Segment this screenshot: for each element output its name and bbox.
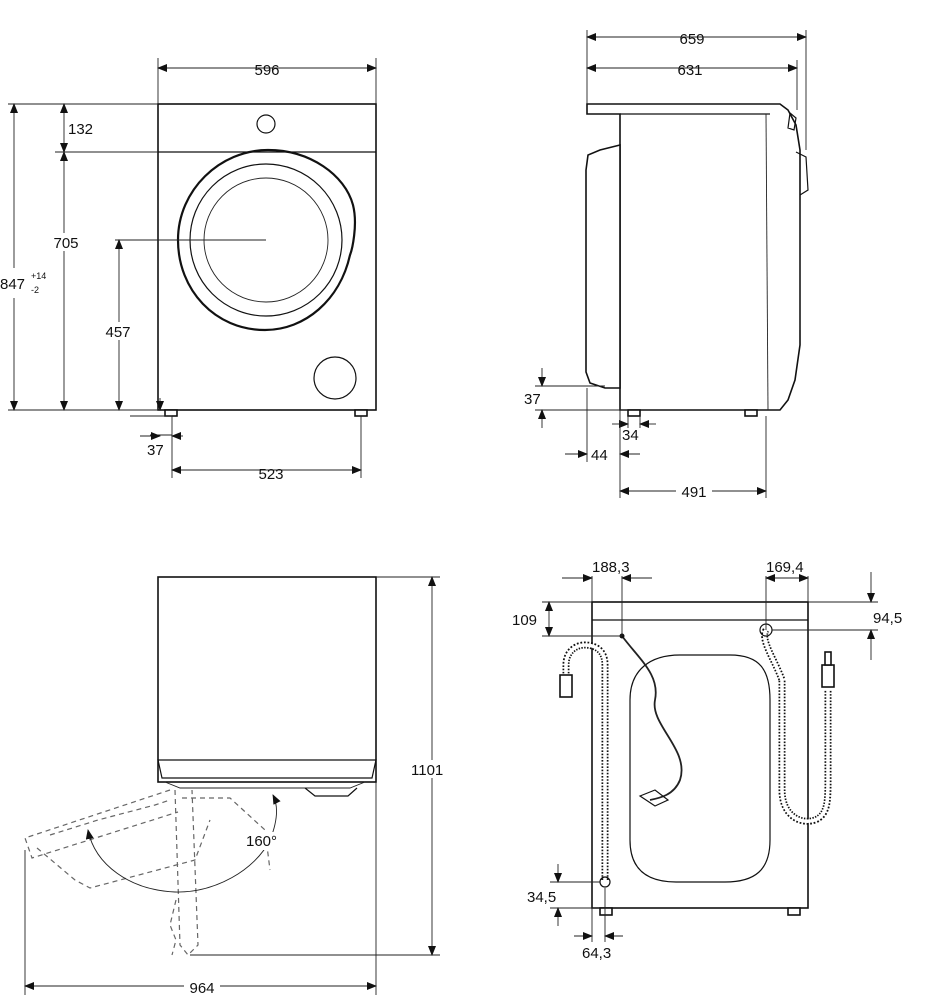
front-foot-height-label: 37 — [147, 442, 164, 459]
front-width-label: 596 — [254, 62, 279, 79]
rear-inlet-drop-left-label: 109 — [512, 612, 537, 629]
front-foot-spacing-label: 523 — [258, 466, 283, 483]
side-foot-width-label: 34 — [622, 427, 639, 444]
rear-panel-recess — [629, 654, 771, 883]
inlet-connector — [821, 664, 835, 688]
side-door-profile — [585, 143, 621, 389]
rear-drain-height-label: 34,5 — [527, 889, 556, 906]
top-view-cabinet — [157, 576, 377, 783]
door-open-height-label: 1101 — [411, 762, 443, 779]
side-foot-left — [627, 409, 641, 417]
rear-inlet-drop-right-label: 94,5 — [873, 610, 902, 627]
rear-inlet-offset-left-label: 188,3 — [592, 559, 630, 576]
rear-view: 188,3 169,4 109 94,5 34,5 64,3 — [512, 559, 902, 962]
door-total-depth-label: 964 — [189, 980, 214, 997]
door-open-view: 160° 1101 964 — [24, 576, 454, 997]
door-outer — [176, 148, 357, 332]
door-hinge — [304, 787, 358, 797]
front-view: 596 132 705 457 847 +14 -2 37 523 — [0, 58, 377, 483]
open-door-dashed-2 — [174, 789, 199, 956]
front-top-panel-label: 132 — [68, 121, 93, 138]
side-body-depth-label: 491 — [681, 484, 706, 501]
height-tolerance-sup: +14 — [31, 271, 46, 281]
filter-cover-icon — [313, 356, 357, 400]
side-view: 659 631 37 34 44 491 — [524, 30, 809, 501]
open-door-dashed-1 — [36, 819, 211, 889]
power-plug-icon — [638, 789, 670, 807]
open-door-dashed-arm — [24, 789, 179, 859]
rear-inlet-offset-right-label: 169,4 — [766, 559, 804, 576]
rear-foot-right — [787, 907, 801, 916]
drain-hose-end — [559, 674, 573, 698]
front-foot-left — [164, 409, 178, 417]
rear-foot-left — [599, 907, 613, 916]
power-cord — [621, 635, 683, 801]
height-tolerance-sub: -2 — [31, 285, 39, 295]
height-main: 847 — [0, 276, 25, 293]
program-knob-icon — [256, 114, 276, 134]
rear-drain-offset-label: 64,3 — [582, 945, 611, 962]
front-total-height-label: 847 — [0, 276, 25, 293]
front-foot-right — [354, 409, 368, 417]
door-angle-arc — [85, 794, 281, 893]
rear-cabinet — [591, 601, 809, 909]
side-door-protrusion-label: 44 — [591, 447, 608, 464]
front-door-height-label: 705 — [53, 235, 78, 252]
side-foot-right — [744, 409, 758, 417]
front-door-center-label: 457 — [105, 324, 130, 341]
side-foot-height-label: 37 — [524, 391, 541, 408]
side-depth-top-label: 631 — [677, 62, 702, 79]
side-depth-overall-label: 659 — [679, 31, 704, 48]
door-angle-label: 160° — [246, 833, 277, 850]
